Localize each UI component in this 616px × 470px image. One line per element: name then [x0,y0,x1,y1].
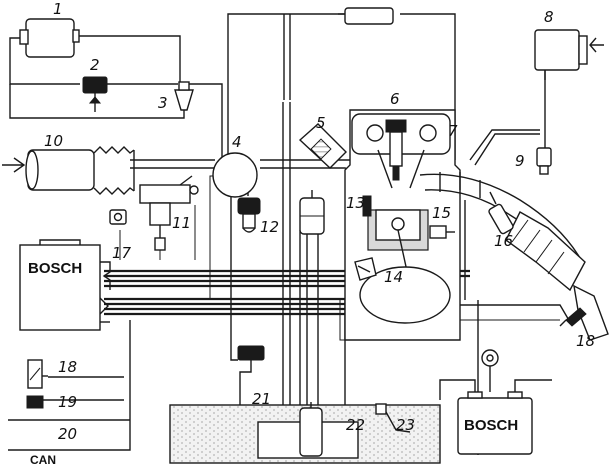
label-2: 2 [90,56,100,74]
idle-sensor [109,209,127,225]
label-11: 11 [172,214,191,232]
tailpipe [573,284,609,341]
top-sensor [338,7,394,25]
label-8: 8 [544,8,554,26]
label-18b: 18 [576,332,595,350]
airflow-meter-10 [2,146,135,195]
labels: 1 2 3 4 5 6 7 8 9 10 11 12 13 14 15 16 1… [30,0,595,467]
air-intake-8 [534,29,604,80]
knock-sensor-13 [362,195,372,217]
ecu-17: BOSCH [19,239,111,331]
plenum-4 [212,152,258,198]
canister-1 [19,18,80,58]
label-5: 5 [316,114,326,132]
pressure-regulator-3 [174,81,194,111]
label-7: 7 [448,122,458,140]
sensor-9 [536,147,552,175]
engine-block [344,109,461,341]
battery: BOSCH [439,379,552,455]
label-9: 9 [515,152,525,170]
indicator-18a [27,359,48,389]
label-12: 12 [260,218,279,236]
indicator-19 [26,395,44,409]
crank-sensor-14 [354,257,377,281]
injector-5 [298,123,347,169]
spark-plug-6 [385,119,407,181]
label-13: 13 [346,194,365,212]
label-1: 1 [53,0,63,18]
label-10: 10 [44,132,63,150]
label-23: 23 [396,416,415,434]
damper-12 [237,197,261,233]
lambda-probe-16 [488,191,514,235]
pedal-23 [375,403,411,433]
fuel-pump-relay [237,345,265,405]
purge-valve-2 [82,76,108,112]
label-19: 19 [58,393,77,411]
coolant-sensor-15 [429,225,455,239]
battery-brand: BOSCH [464,417,518,434]
label-20: 20 [58,425,77,443]
label-4: 4 [232,133,242,151]
label-16: 16 [494,232,513,250]
label-6: 6 [390,90,400,108]
label-17: 17 [112,244,132,262]
fuel-tank-21 [169,402,441,464]
ecu-brand: BOSCH [28,260,82,277]
label-18a: 18 [58,358,77,376]
label-14: 14 [384,268,403,286]
label-can: CAN [30,453,56,467]
ignition-switch [481,349,499,392]
fuel-filter [299,190,325,235]
throttle-body-11 [139,175,199,251]
label-22: 22 [346,416,365,434]
label-21: 21 [252,390,271,408]
label-3: 3 [158,94,168,112]
catalytic-converter [505,211,586,292]
label-15: 15 [432,204,451,222]
lambda-probe-18b [559,307,587,327]
